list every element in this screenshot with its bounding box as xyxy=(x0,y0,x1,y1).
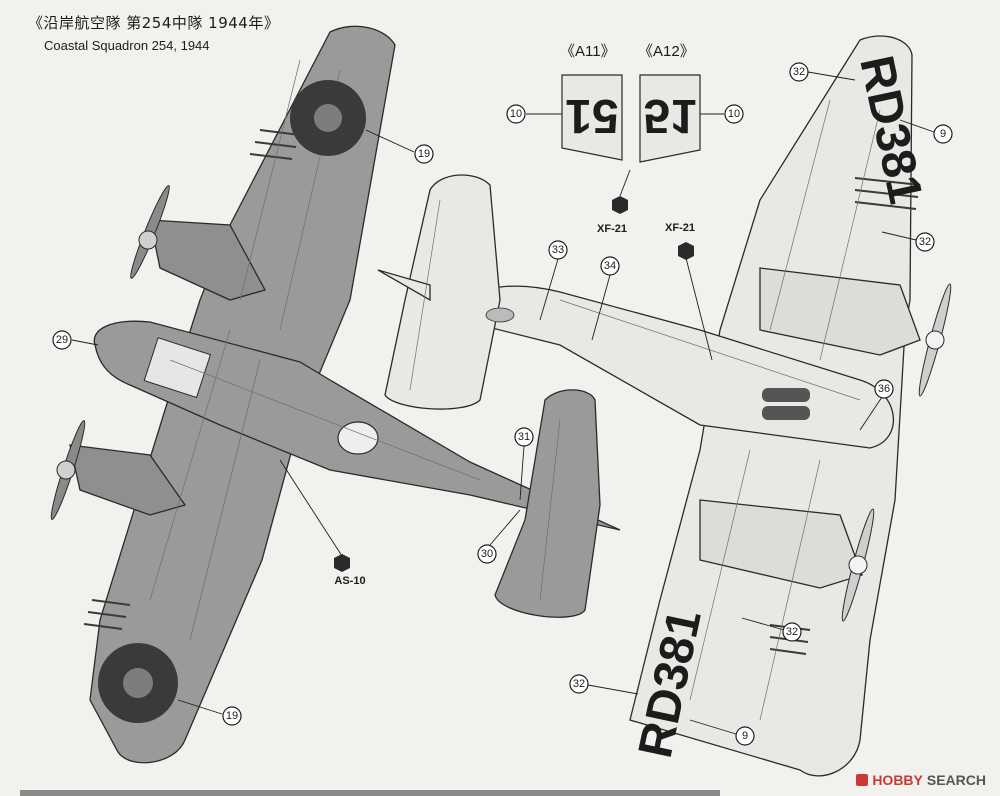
upper-surface-aircraft xyxy=(50,25,621,764)
callout-32-b: 32 xyxy=(881,231,935,252)
roundel-upper-top xyxy=(290,80,366,156)
variant-a11-label: 《A11》 xyxy=(560,43,616,60)
paint-marker-xf21-a: XF-21 xyxy=(597,169,631,235)
svg-text:10: 10 xyxy=(510,108,522,120)
bomb-rack-2 xyxy=(762,406,810,420)
lower-engine-left xyxy=(759,267,921,356)
lower-surface-aircraft: RD381 RD381 xyxy=(377,35,952,777)
callout-19-a: 19 xyxy=(365,129,434,164)
tail-wheel-well xyxy=(485,307,515,323)
variant-a12-label: 《A12》 xyxy=(638,43,695,60)
svg-text:32: 32 xyxy=(573,678,585,690)
callout-31: 31 xyxy=(514,427,534,501)
svg-text:9: 9 xyxy=(742,730,748,742)
svg-text:32: 32 xyxy=(793,66,805,78)
upper-engine-left xyxy=(149,219,266,301)
variant-a12-code: 51 xyxy=(643,89,696,142)
callout-33: 33 xyxy=(539,240,568,321)
svg-text:XF-21: XF-21 xyxy=(665,222,695,234)
callout-10-a: 10 xyxy=(506,104,562,124)
callout-10-b: 10 xyxy=(700,104,744,124)
upper-propeller-left xyxy=(130,185,170,279)
svg-text:31: 31 xyxy=(518,431,530,443)
lower-propeller-left xyxy=(918,283,952,397)
upper-turret xyxy=(337,421,379,455)
callout-36: 36 xyxy=(859,379,894,431)
lower-tail-tip xyxy=(377,269,431,302)
lower-guns xyxy=(769,177,921,655)
bottom-edge-bar xyxy=(20,790,720,796)
watermark: HOBBY SEARCH xyxy=(856,772,986,788)
svg-text:32: 32 xyxy=(786,626,798,638)
callout-19-b: 19 xyxy=(177,699,242,726)
svg-text:30: 30 xyxy=(481,548,493,560)
svg-text:9: 9 xyxy=(940,128,946,140)
upper-tailplane xyxy=(494,389,601,618)
svg-text:33: 33 xyxy=(552,244,564,256)
callout-32-d: 32 xyxy=(569,674,639,695)
lower-tailplane xyxy=(384,174,501,410)
svg-text:32: 32 xyxy=(919,236,931,248)
lower-propeller-right xyxy=(841,508,875,622)
paint-marker-xf21-b: XF-21 xyxy=(665,222,713,361)
upper-guns xyxy=(83,129,301,630)
svg-text:19: 19 xyxy=(226,710,238,722)
upper-engine-right xyxy=(69,444,187,516)
callout-9-a: 9 xyxy=(899,119,953,144)
bomb-rack-1 xyxy=(762,388,810,402)
svg-text:XF-21: XF-21 xyxy=(597,223,627,235)
callout-30: 30 xyxy=(477,509,521,564)
hobbysearch-logo-icon xyxy=(856,774,869,786)
lower-panel-lines xyxy=(409,99,881,721)
callout-29: 29 xyxy=(52,330,99,350)
svg-text:29: 29 xyxy=(56,334,68,346)
callout-32-a: 32 xyxy=(789,62,856,82)
roundel-upper-bottom xyxy=(98,643,178,723)
upper-propeller-right xyxy=(50,420,86,520)
svg-text:36: 36 xyxy=(878,383,890,395)
lower-engine-right xyxy=(699,499,863,589)
paint-marker-as10: AS-10 xyxy=(279,459,366,587)
svg-text:10: 10 xyxy=(728,108,740,120)
watermark-suffix: SEARCH xyxy=(926,772,986,788)
svg-text:AS-10: AS-10 xyxy=(334,575,365,587)
svg-text:19: 19 xyxy=(418,148,430,160)
page-title: 《沿岸航空隊 第254中隊 1944年》 xyxy=(28,14,280,32)
callout-32-c: 32 xyxy=(741,617,802,642)
variant-a11-swatch xyxy=(561,74,623,161)
decal-variants: 《A11》 《A12》 51 51 xyxy=(560,43,701,163)
cockpit-window xyxy=(143,337,212,399)
svg-text:34: 34 xyxy=(604,260,616,272)
watermark-brand: HOBBY xyxy=(872,772,923,788)
variant-a12-swatch xyxy=(639,74,701,163)
callout-34: 34 xyxy=(591,256,620,341)
callout-9-b: 9 xyxy=(689,719,755,746)
variant-a11-code: 51 xyxy=(565,89,618,142)
page-subtitle: Coastal Squadron 254, 1944 xyxy=(44,38,210,53)
